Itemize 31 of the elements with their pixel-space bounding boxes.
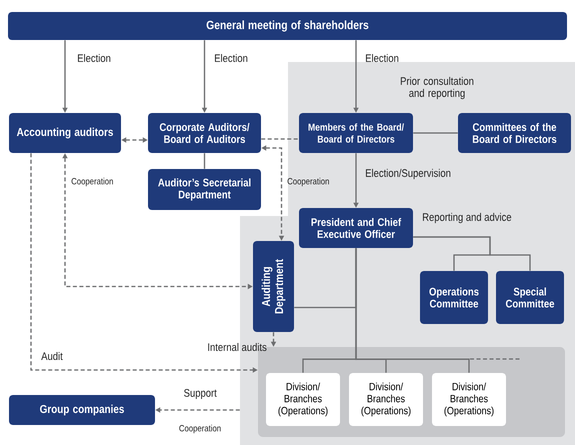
note-label: Cooperation: [179, 424, 221, 434]
edge-label: Prior consultation and reporting: [400, 76, 474, 100]
edge-label: Election: [78, 54, 110, 62]
edge-label: Cooperation: [288, 178, 329, 186]
organization-box: Members of the Board/ Board of Directors: [299, 113, 413, 153]
organization-box: Committees of the Board of Directors: [458, 113, 571, 153]
connector: [261, 138, 299, 140]
organization-box: Operations Committee: [420, 271, 488, 324]
edge-label: Audit: [41, 352, 63, 360]
organization-box: Auditor’s Secretarial Department: [148, 169, 261, 210]
connector: [355, 248, 470, 373]
connector: [413, 236, 531, 271]
organization-box: Accounting auditors: [9, 113, 121, 153]
organization-box: Special Committee: [496, 271, 564, 324]
organization-box: Group companies: [9, 395, 155, 425]
organization-box: Division/ Branches (Operations): [349, 373, 423, 426]
edge-label: Election: [214, 54, 248, 62]
edge-label: Support: [184, 389, 217, 399]
organization-box: Division/ Branches (Operations): [266, 373, 340, 426]
edge-label: Election/Supervision: [366, 168, 450, 180]
connector: [413, 132, 458, 134]
organization-box: Auditing Department: [253, 241, 294, 332]
edge-label: Cooperation: [72, 178, 113, 186]
organization-box: Division/ Branches (Operations): [432, 373, 506, 426]
organization-box: Corporate Auditors/ Board of Auditors: [148, 113, 261, 153]
edge-label: Reporting and advice: [422, 212, 512, 224]
edge-label: Election: [366, 54, 398, 62]
connector: [204, 153, 206, 169]
heading-bar: General meeting of shareholders: [8, 12, 567, 40]
organization-box: President and Chief Executive Officer: [299, 208, 413, 248]
edge-label: Internal audits: [208, 342, 266, 352]
